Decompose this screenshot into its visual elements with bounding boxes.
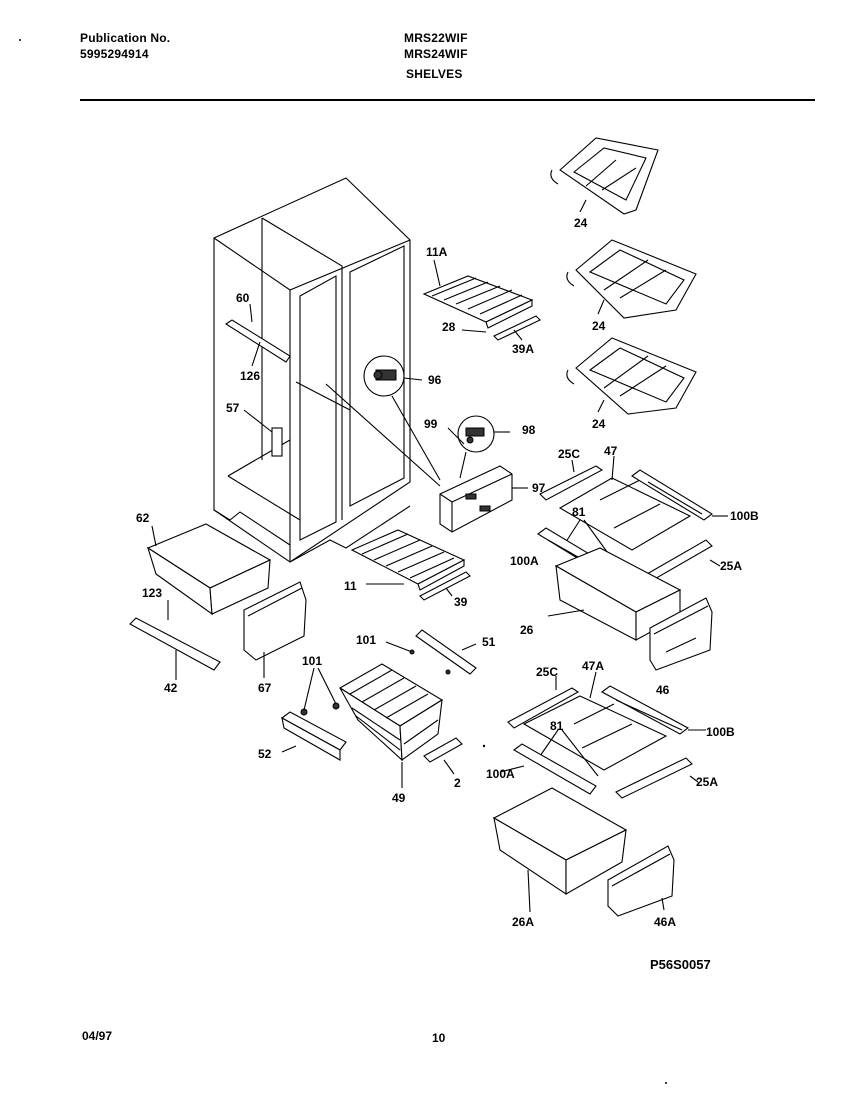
callout-11: 11 <box>344 579 357 593</box>
bracket-57 <box>243 409 283 457</box>
model-number-2: MRS24WIF <box>404 47 468 61</box>
section-title: SHELVES <box>406 67 463 81</box>
callout-25c-bottom: 25C <box>536 665 558 679</box>
rail-100b-bottom <box>600 685 706 735</box>
callout-67: 67 <box>258 681 272 695</box>
rail-25c-bottom <box>507 676 580 729</box>
footer-date: 04/97 <box>82 1029 113 1043</box>
callout-98: 98 <box>522 423 536 437</box>
callout-24-bottom: 24 <box>592 417 606 431</box>
bracket-52 <box>280 711 347 761</box>
glass-shelf-47 <box>558 455 692 551</box>
wire-shelf-11a <box>422 259 541 341</box>
callout-100a-top: 100A <box>510 554 539 568</box>
callout-100a-bottom: 100A <box>486 767 515 781</box>
shelf-lines-81-bottom <box>539 729 599 777</box>
callout-62: 62 <box>136 511 150 525</box>
callout-25a-top: 25A <box>720 559 742 573</box>
callout-47: 47 <box>604 444 618 458</box>
screws-101-left <box>300 667 340 716</box>
callout-26: 26 <box>520 623 534 637</box>
callout-97: 97 <box>532 481 546 495</box>
callout-25a-bottom: 25A <box>696 775 718 789</box>
callout-24-top: 24 <box>574 216 588 230</box>
callout-42: 42 <box>164 681 178 695</box>
callout-101-left: 101 <box>302 654 322 668</box>
callout-24-middle: 24 <box>592 319 606 333</box>
callout-49: 49 <box>392 791 406 805</box>
crisper-drawer-26a <box>492 787 628 913</box>
rail-42 <box>129 600 221 680</box>
callout-39: 39 <box>454 595 468 609</box>
callout-46a: 46A <box>654 915 676 929</box>
glass-shelf-24-bottom <box>566 337 697 415</box>
crisper-drawer-62 <box>146 523 272 616</box>
callout-25c-top: 25C <box>558 447 580 461</box>
rail-100b-top <box>631 469 728 521</box>
drawer-front-46a <box>607 845 675 917</box>
rail-25c-top <box>539 459 604 501</box>
callout-47a: 47A <box>582 659 604 673</box>
scan-speck <box>665 1082 667 1084</box>
callout-26a: 26A <box>512 915 534 929</box>
callout-81-bottom: 81 <box>550 719 564 733</box>
wire-shelf-11 <box>350 529 471 601</box>
bar-2 <box>423 737 463 775</box>
glass-shelf-24-top <box>550 137 659 215</box>
hinge-detail-96 <box>363 355 441 481</box>
model-number-1: MRS22WIF <box>404 31 468 45</box>
callout-101-top: 101 <box>356 633 376 647</box>
callout-2: 2 <box>454 776 461 790</box>
drawer-front-46 <box>649 597 713 671</box>
callout-52: 52 <box>258 747 272 761</box>
rail-60-126 <box>224 303 291 367</box>
callout-57: 57 <box>226 401 240 415</box>
refrigerator-cabinet <box>213 177 441 563</box>
figure-code: P56S0057 <box>650 957 711 972</box>
door-bracket-97 <box>439 465 528 533</box>
callout-28: 28 <box>442 320 456 334</box>
callout-123: 123 <box>142 586 162 600</box>
bar-51 <box>385 629 477 675</box>
publication-number: 5995294914 <box>80 47 149 61</box>
callout-39a: 39A <box>512 342 534 356</box>
callout-51: 51 <box>482 635 496 649</box>
publication-label: Publication No. <box>80 31 171 45</box>
hinge-detail-98 <box>447 415 510 479</box>
scan-speck <box>19 39 21 41</box>
header-rule <box>80 99 815 101</box>
callout-46: 46 <box>656 683 670 697</box>
scan-speck <box>482 744 486 748</box>
callout-100b-bottom: 100B <box>706 725 735 739</box>
callout-60: 60 <box>236 291 250 305</box>
crisper-drawer-26 <box>547 547 682 641</box>
page-number: 10 <box>432 1031 446 1045</box>
glass-shelf-47a <box>522 671 668 771</box>
callout-100b-top: 100B <box>730 509 759 523</box>
callout-96: 96 <box>428 373 442 387</box>
drawer-front-67 <box>243 581 307 678</box>
callout-99: 99 <box>424 417 438 431</box>
rail-100a-bottom <box>499 743 597 795</box>
wire-basket-49 <box>338 663 444 788</box>
callout-126: 126 <box>240 369 260 383</box>
callout-81-top: 81 <box>572 505 586 519</box>
callout-11a: 11A <box>426 245 448 259</box>
rail-25a-bottom <box>615 757 699 799</box>
glass-shelf-24-middle <box>566 239 697 319</box>
